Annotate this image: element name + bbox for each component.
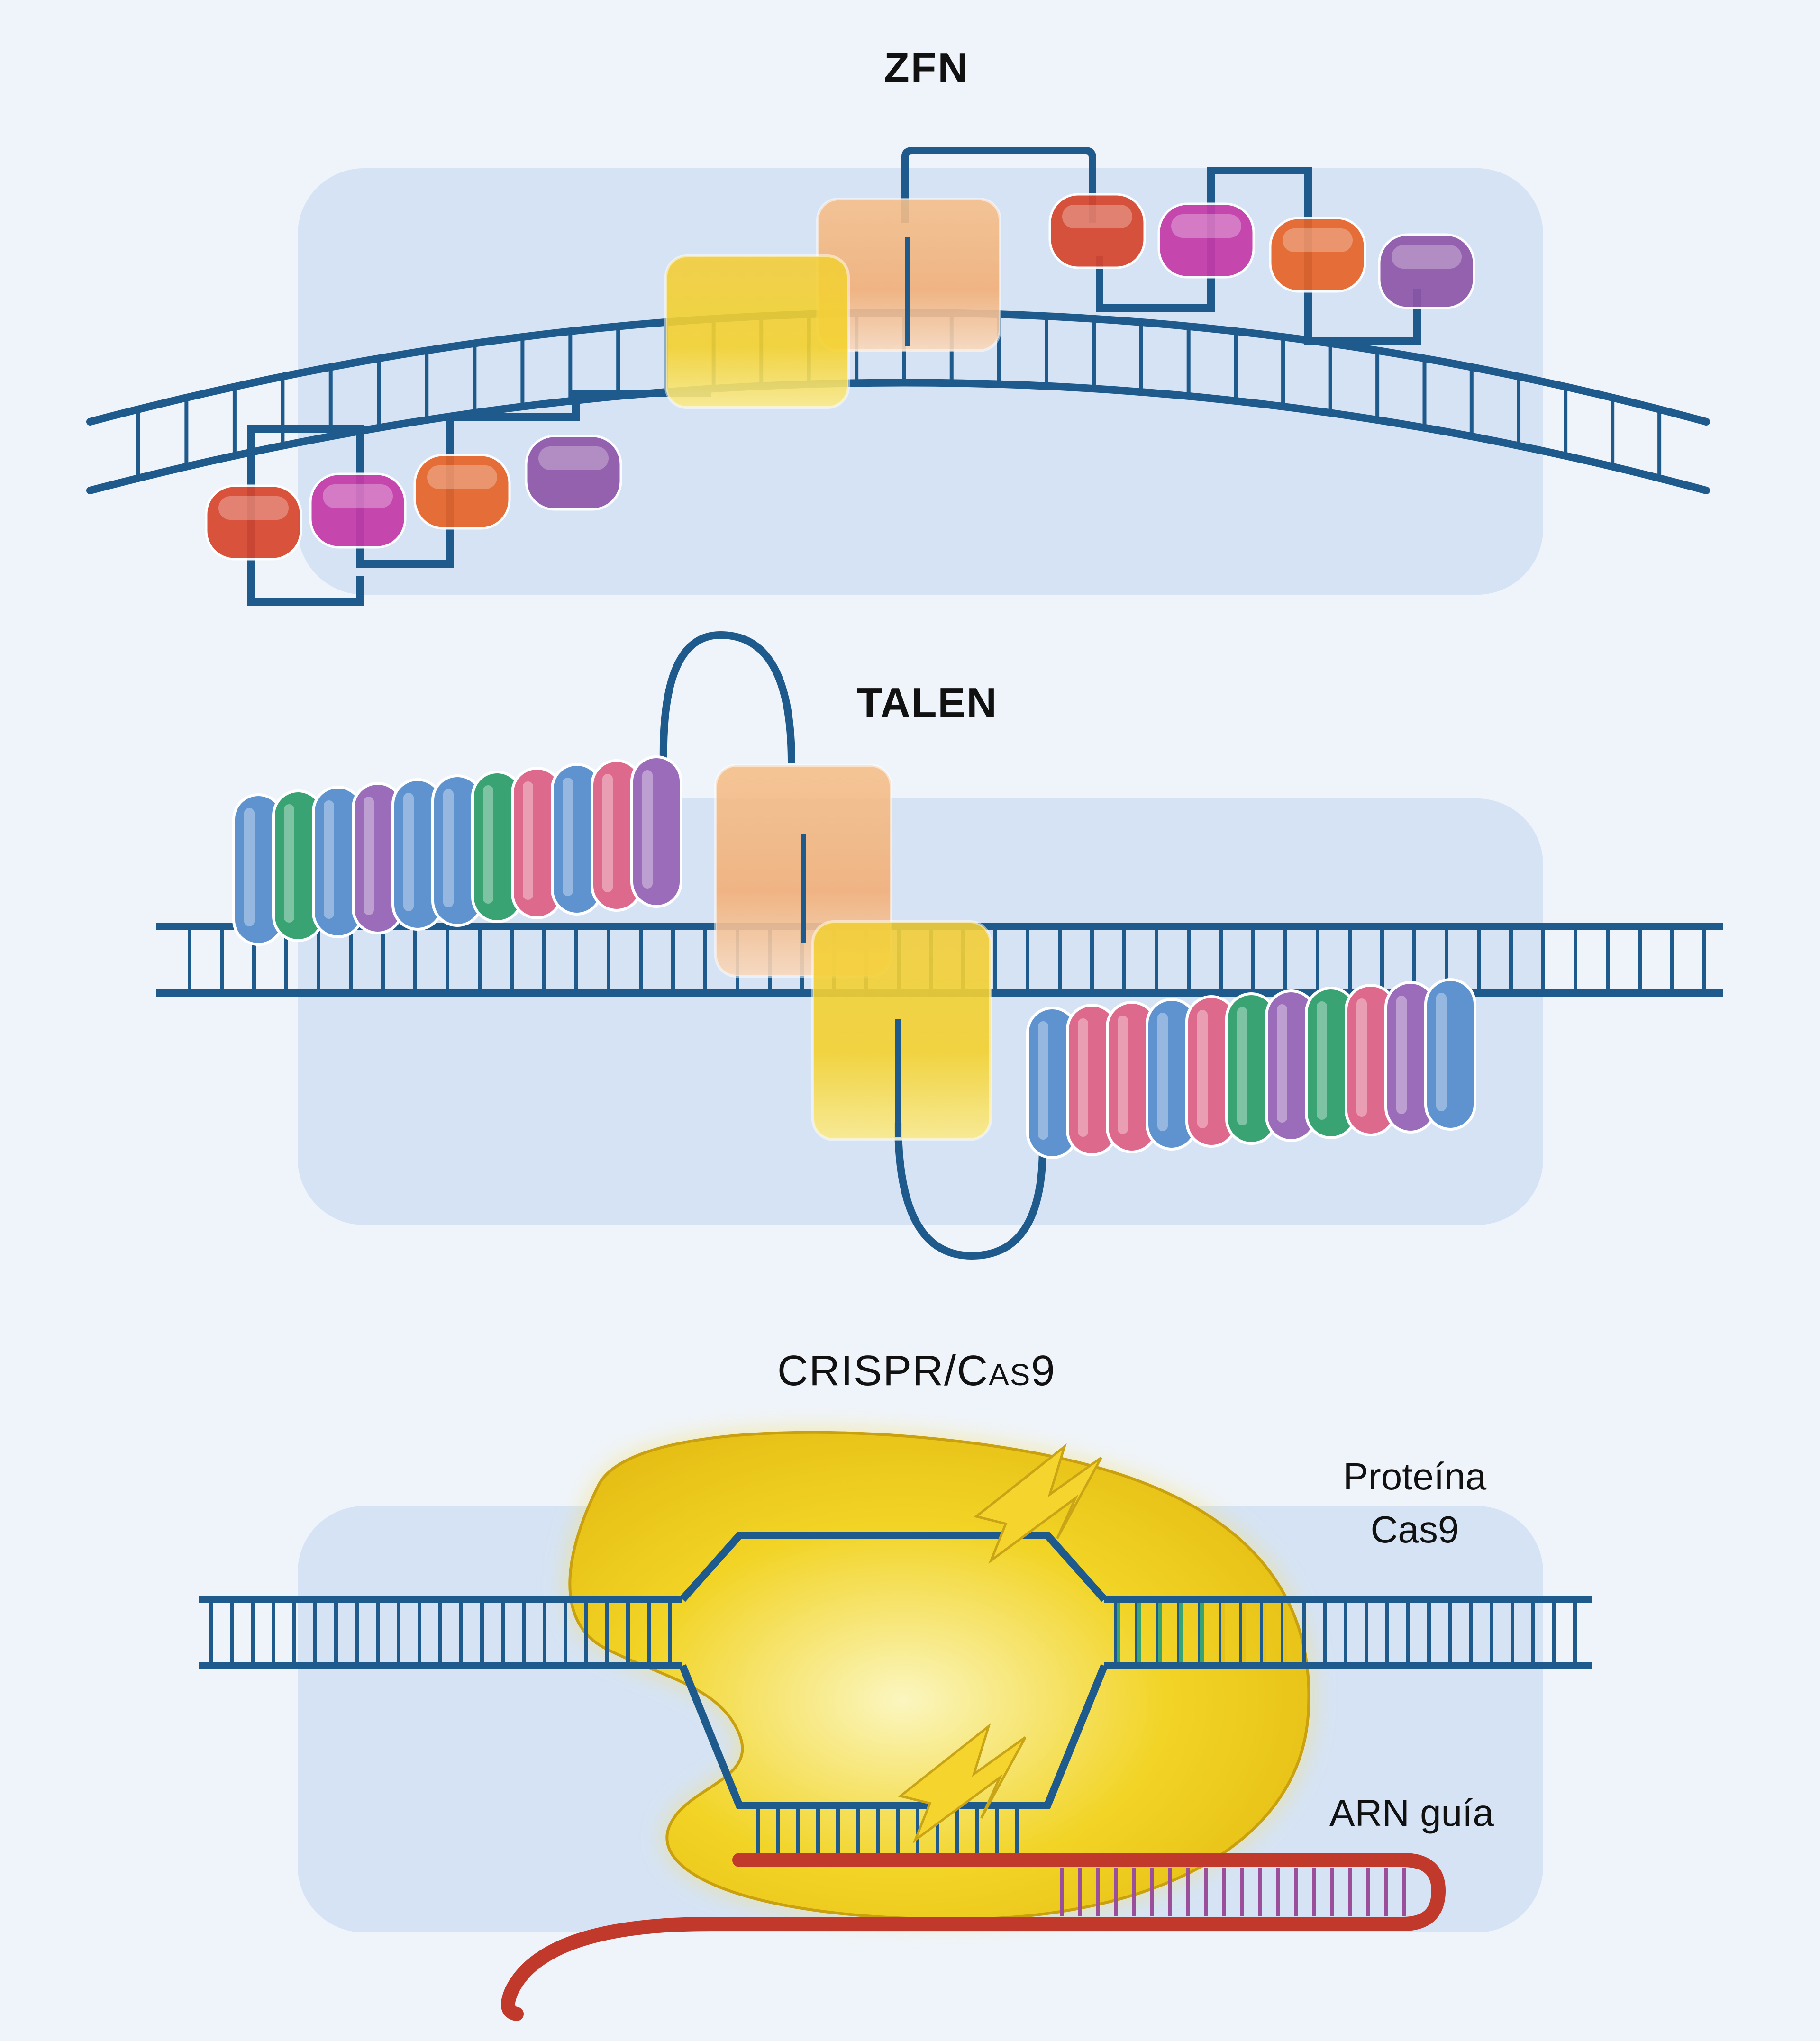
talen-repeat-bottom-1-highlight bbox=[1038, 1021, 1048, 1140]
guide-rna-label: ARN guía bbox=[1329, 1791, 1494, 1835]
talen-repeat-top-3-highlight bbox=[324, 800, 334, 919]
talen-foki-yellow bbox=[813, 922, 991, 1140]
talen-title: TALEN bbox=[857, 679, 998, 727]
talen-repeat-bottom-4-highlight bbox=[1157, 1013, 1168, 1131]
talen-repeat-bottom-3-highlight bbox=[1118, 1016, 1128, 1134]
zfn-zinc-finger-right-2-highlight bbox=[1171, 214, 1241, 238]
talen-repeat-top-9-highlight bbox=[563, 778, 573, 896]
talen-repeat-top-8-highlight bbox=[523, 781, 533, 900]
talen-repeat-top-7-highlight bbox=[483, 785, 493, 904]
talen-repeat-top-5-highlight bbox=[403, 793, 414, 911]
talen-repeat-top-1-highlight bbox=[244, 808, 255, 926]
talen-repeat-bottom-2-highlight bbox=[1078, 1018, 1088, 1137]
talen-repeat-bottom-5-highlight bbox=[1197, 1010, 1208, 1128]
zfn-zinc-finger-left-4-highlight bbox=[538, 446, 609, 470]
talen-repeat-bottom-9-highlight bbox=[1356, 998, 1367, 1117]
crispr-title-main: CRISPR/C bbox=[777, 1347, 989, 1395]
talen-repeat-top-6-highlight bbox=[443, 789, 454, 907]
crispr-cas9-title: CRISPR/CAS9 bbox=[777, 1347, 1056, 1396]
talen-repeat-bottom-7-highlight bbox=[1277, 1004, 1287, 1123]
zfn-zinc-finger-right-3-highlight bbox=[1283, 228, 1353, 252]
zfn-title: ZFN bbox=[884, 44, 969, 92]
talen-repeat-bottom-10-highlight bbox=[1396, 996, 1407, 1114]
talen-repeat-top-4-highlight bbox=[364, 797, 374, 915]
zfn-foki-yellow bbox=[666, 256, 848, 408]
zfn-zinc-finger-left-1-highlight bbox=[218, 496, 289, 520]
crispr-title-end: 9 bbox=[1031, 1347, 1056, 1395]
talen-repeat-top-11-highlight bbox=[642, 770, 653, 889]
talen-repeat-top-11 bbox=[632, 757, 681, 907]
talen-repeat-bottom-11 bbox=[1426, 980, 1475, 1129]
talen-repeat-top-2-highlight bbox=[284, 804, 294, 923]
cas9-protein-label-line1: Proteína bbox=[1299, 1450, 1531, 1503]
cas9-protein-label-line2: Cas9 bbox=[1299, 1503, 1531, 1556]
talen-repeat-bottom-11-highlight bbox=[1436, 993, 1447, 1111]
zfn-zinc-finger-left-2-highlight bbox=[323, 484, 393, 508]
talen-linker-top bbox=[664, 635, 792, 763]
talen-repeat-top-10-highlight bbox=[602, 774, 613, 892]
zfn-zinc-finger-right-1-highlight bbox=[1062, 205, 1132, 228]
zfn-zinc-finger-right-4-highlight bbox=[1392, 245, 1462, 269]
talen-repeat-bottom-6-highlight bbox=[1237, 1007, 1247, 1125]
zfn-zinc-finger-left-3-highlight bbox=[427, 465, 497, 489]
talen-repeat-bottom-8-highlight bbox=[1317, 1001, 1327, 1120]
crispr-title-smallcaps: AS bbox=[989, 1358, 1031, 1392]
